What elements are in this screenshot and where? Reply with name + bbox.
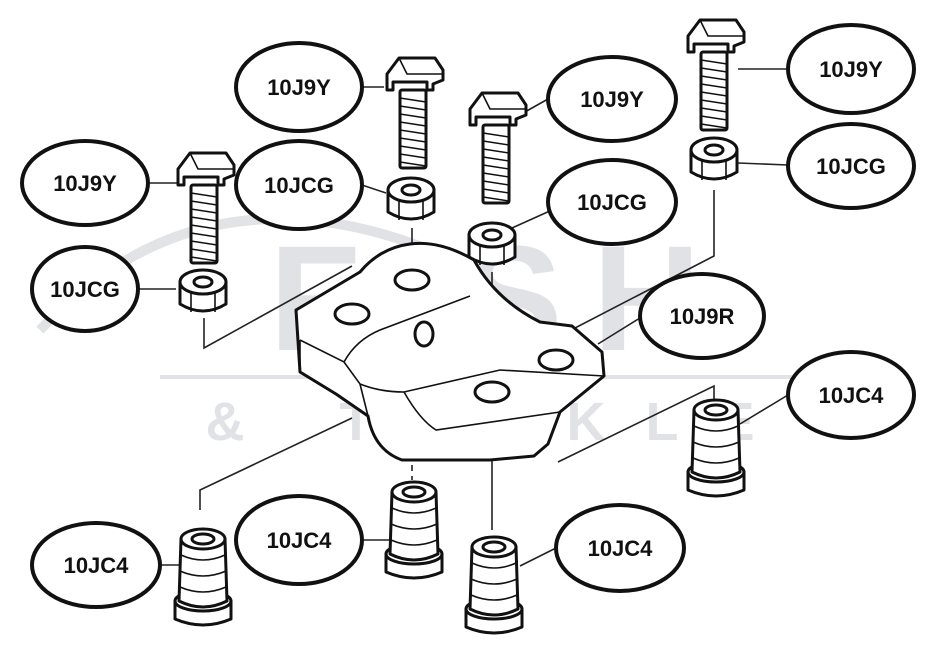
callout-bolt-2: 10J9Y [234, 41, 364, 133]
mounting-plate-icon [294, 241, 606, 462]
callout-bubble [234, 41, 364, 133]
callout-bubble [554, 503, 686, 593]
washer-icon [178, 268, 228, 314]
callout-bubble [20, 139, 150, 227]
callout-bolt-4: 10J9Y [786, 23, 916, 115]
callout-bolt-3: 10J9Y [546, 55, 678, 143]
callout-bubble [546, 55, 678, 143]
nut-icon [464, 535, 524, 635]
callout-bolt-1: 10J9Y [20, 139, 150, 227]
callout-washer-2: 10JCG [234, 139, 364, 231]
callout-washer-1: 10JCG [30, 245, 140, 333]
callout-bubble [234, 494, 364, 586]
callout-label: 10J9R [670, 304, 735, 329]
callout-label: 10JCG [816, 154, 886, 179]
callout-bubble [786, 350, 916, 440]
washer-icon [386, 176, 436, 222]
callout-label: 10JCG [50, 277, 120, 302]
callout-nut-1: 10JC4 [786, 350, 916, 440]
callout-nut-2: 10JC4 [30, 521, 162, 609]
callout-label: 10JC4 [64, 553, 130, 578]
callout-label: 10J9Y [580, 87, 644, 112]
bolt-icon [686, 18, 746, 132]
callout-label: 10JC4 [588, 536, 654, 561]
callout-bubble [30, 245, 140, 333]
washer-icon [689, 136, 739, 182]
callout-nut-4: 10JC4 [554, 503, 686, 593]
callout-label: 10J9Y [819, 57, 883, 82]
callout-label: 10J9Y [267, 75, 331, 100]
callout-plate: 10J9R [638, 272, 766, 360]
bolt-icon [176, 151, 236, 265]
callout-bubble [546, 158, 678, 246]
callout-label: 10JC4 [819, 383, 885, 408]
callout-washer-4: 10JCG [786, 122, 916, 210]
callout-nut-3: 10JC4 [234, 494, 364, 586]
callout-bubble [234, 139, 364, 231]
callout-bubble [786, 23, 916, 115]
bolt-icon [468, 91, 528, 205]
callout-label: 10J9Y [53, 171, 117, 196]
callout-label: 10JCG [264, 173, 334, 198]
nut-icon [686, 398, 746, 498]
nut-icon [173, 527, 233, 627]
callout-bubble [786, 122, 916, 210]
bolt-icon [385, 56, 445, 170]
callout-label: 10JCG [577, 190, 647, 215]
callout-bubble [30, 521, 162, 609]
callout-washer-3: 10JCG [546, 158, 678, 246]
callouts: 10J9Y 10JCG 10J9Y 10JCG 10J9Y 10JCG 10J9Y 10JCG… [20, 23, 916, 609]
nut-icon [384, 480, 444, 580]
callout-label: 10JC4 [267, 528, 333, 553]
callout-bubble [638, 272, 766, 360]
washer-icon [467, 221, 517, 267]
